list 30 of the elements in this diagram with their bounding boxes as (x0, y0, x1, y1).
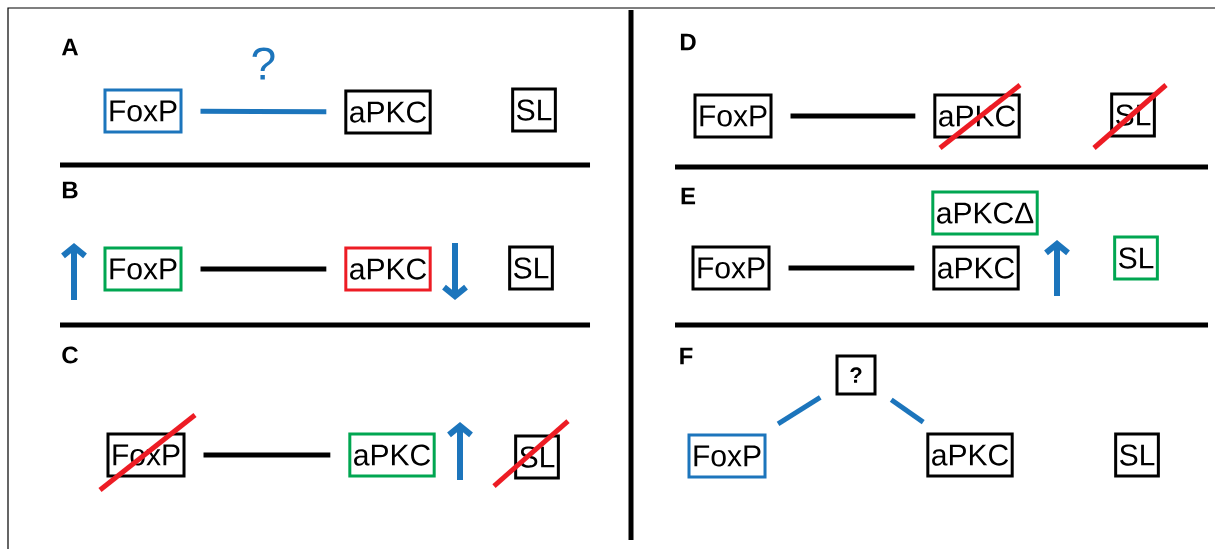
gene-box: SL (508, 245, 554, 291)
panel-letter: C (62, 346, 78, 364)
panel-letter: B (62, 181, 78, 199)
gene-box: FoxP (103, 88, 183, 134)
gene-box: SL (1113, 235, 1159, 281)
gene-box: aPKC (344, 89, 432, 135)
connector-line (788, 265, 915, 271)
gene-box: FoxP (103, 246, 183, 292)
gene-box: FoxP (687, 433, 767, 479)
gene-box: ? (835, 354, 877, 396)
gene-box: aPKC (344, 246, 432, 292)
gene-box: aPKC (348, 432, 436, 478)
gene-box: FoxP (691, 245, 771, 291)
panel-letter: E (681, 187, 696, 205)
connector-line (790, 113, 916, 119)
connector-line (203, 452, 331, 458)
gene-box: aPKC (926, 432, 1014, 478)
gene-box: aPKC (932, 245, 1020, 291)
panel-letter: A (61, 38, 79, 56)
gene-box: aPKCΔ (931, 190, 1039, 236)
gene-box: SL (1114, 432, 1160, 478)
gene-box: FoxP (693, 93, 773, 139)
gene-box: SL (511, 87, 557, 133)
edge-label: ? (252, 47, 275, 80)
connector-line (200, 108, 327, 115)
panel-letter: F (680, 347, 693, 365)
connector-line (776, 395, 822, 427)
connector-line (200, 266, 327, 272)
connector-line (889, 397, 925, 425)
panel-letter: D (680, 33, 696, 51)
